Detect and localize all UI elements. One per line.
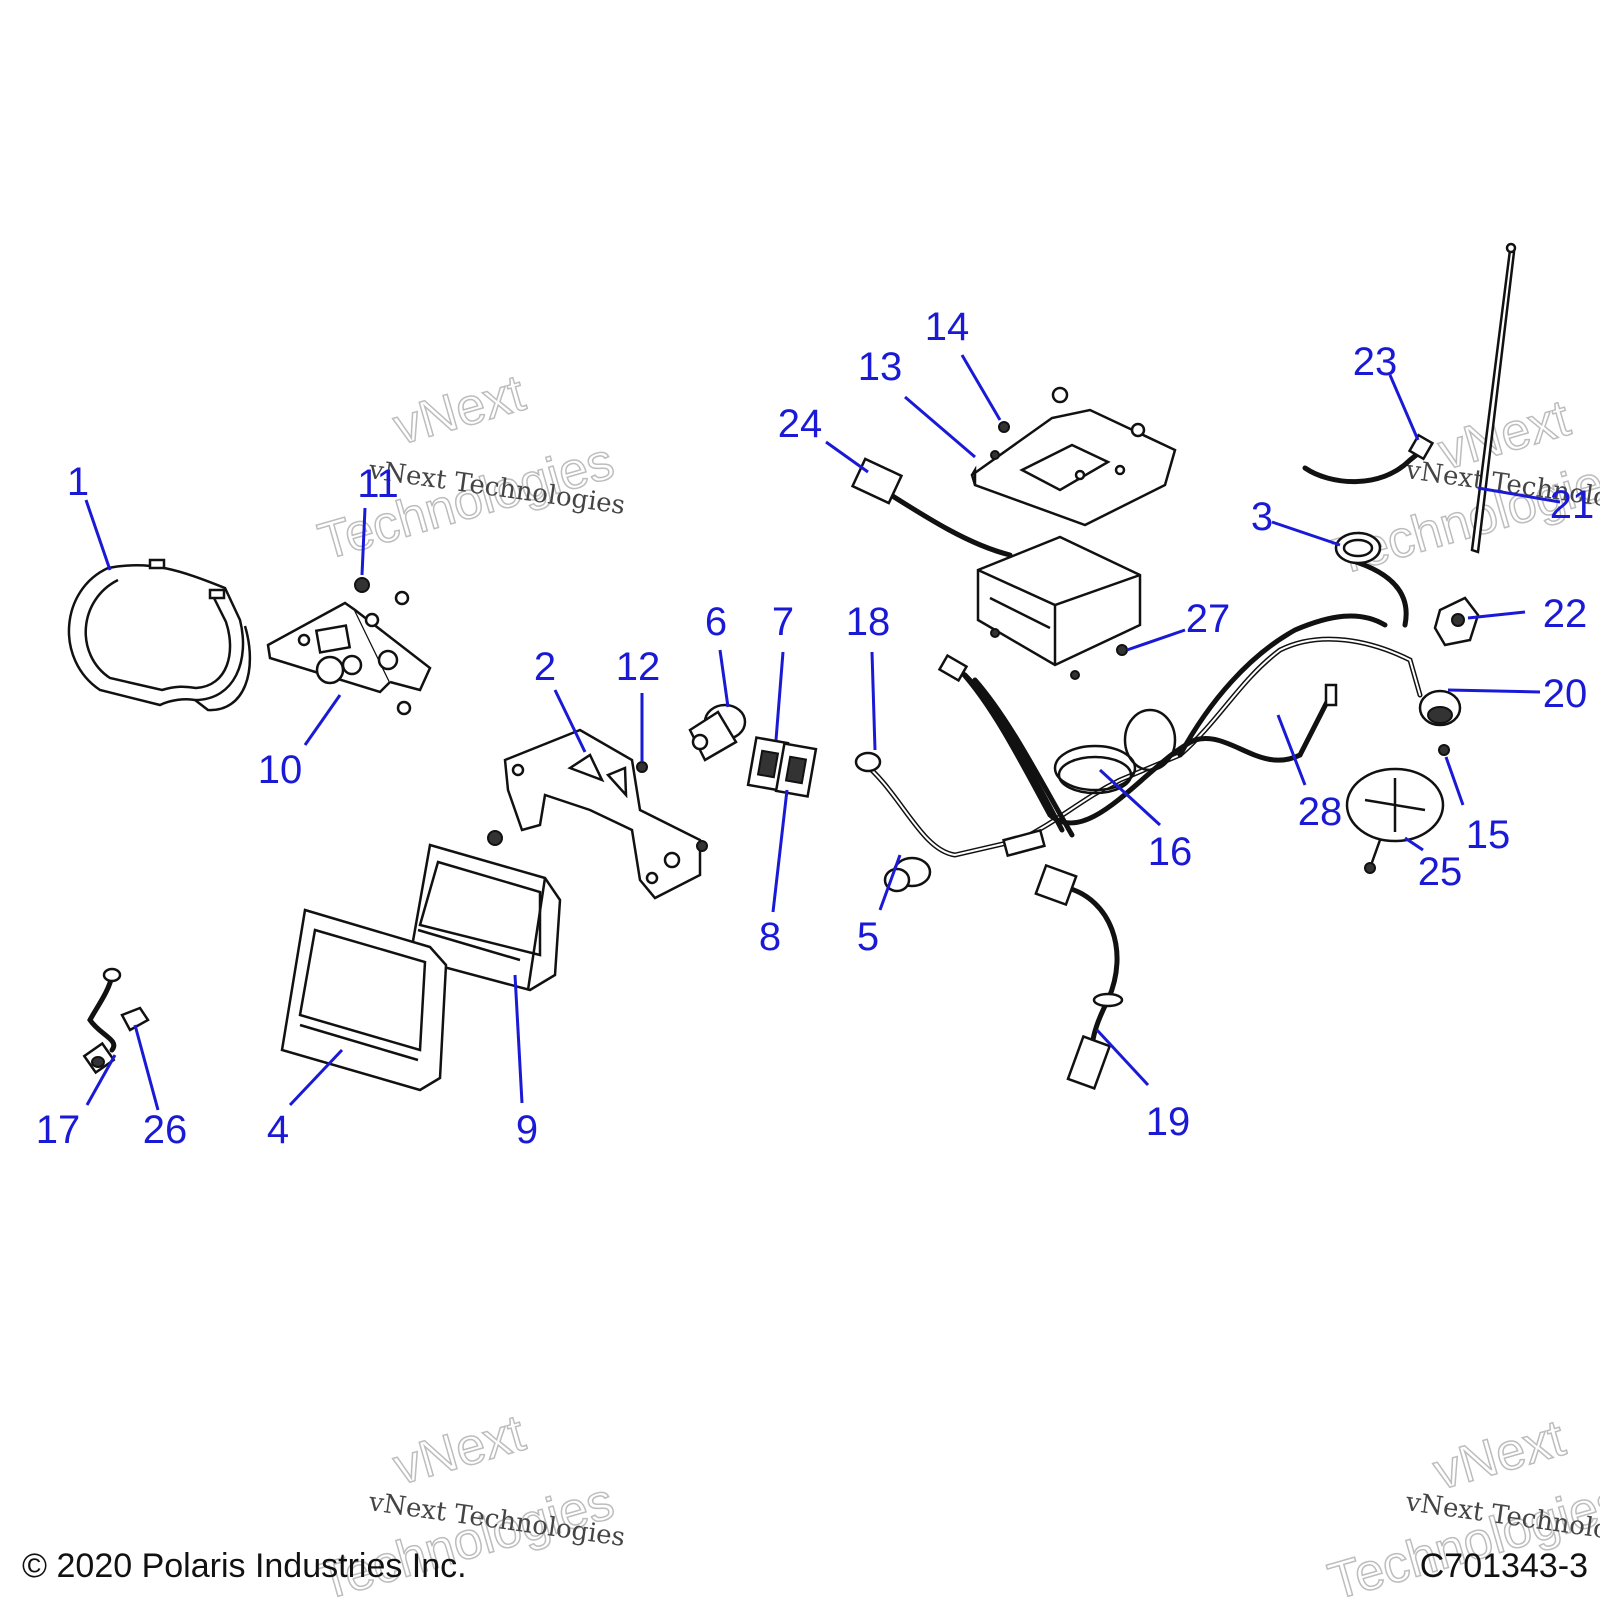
part-5-round-component: [883, 856, 932, 893]
callout-9: 9: [516, 1108, 538, 1152]
part-11-fastener: [354, 577, 370, 593]
part-4-display-bezel: [280, 908, 448, 1092]
callout-25: 25: [1418, 850, 1463, 894]
callout-17: 17: [36, 1108, 81, 1152]
part-16-main-harness: [854, 557, 1423, 858]
callout-2: 2: [534, 645, 556, 689]
drawing-number: C701343-3: [1420, 1547, 1588, 1585]
watermark-outline-line1: vNext: [387, 364, 531, 457]
callout-10: 10: [258, 748, 303, 792]
callout-4: 4: [267, 1108, 289, 1152]
callout-1: 1: [67, 460, 89, 504]
callout-8: 8: [759, 915, 781, 959]
callout-16: 16: [1148, 830, 1193, 874]
callout-15: 15: [1466, 813, 1511, 857]
watermark-outline-line1: vNext: [1427, 1409, 1571, 1502]
part-25-cap: [1345, 767, 1445, 874]
part-23-lead: [1302, 433, 1435, 485]
callout-5: 5: [857, 915, 879, 959]
part-24-control-module: [850, 457, 1142, 667]
copyright-notice: © 2020 Polaris Industries Inc.: [22, 1547, 467, 1585]
part-13-mounting-tray: [970, 386, 1177, 527]
callout-26: 26: [143, 1108, 188, 1152]
leader-lines: [84, 354, 1561, 1111]
callout-13: 13: [858, 345, 903, 389]
part-12-screw: [636, 761, 648, 773]
part-15-nut: [1438, 744, 1450, 756]
part-6-ignition-switch: [688, 703, 747, 762]
part-14-fastener: [998, 421, 1010, 433]
callout-7: 7: [772, 600, 794, 644]
nut: [990, 628, 1000, 638]
callout-23: 23: [1353, 340, 1398, 384]
callout-14: 14: [925, 305, 970, 349]
callout-12: 12: [616, 645, 661, 689]
callout-labels: 1 2 3 4 5 6 7 8 9 10 11 12 13 14 15 16 1…: [36, 305, 1595, 1152]
callout-11: 11: [357, 462, 399, 506]
part-20-sensor: [1418, 689, 1462, 727]
nut: [1070, 670, 1080, 680]
callout-6: 6: [705, 600, 727, 644]
callout-21: 21: [1550, 483, 1595, 527]
callout-20: 20: [1543, 672, 1588, 716]
callout-3: 3: [1251, 495, 1273, 539]
part-21-antenna: [1470, 242, 1517, 554]
callout-19: 19: [1146, 1100, 1191, 1144]
callout-24: 24: [778, 402, 823, 446]
part-22-connector: [1433, 596, 1480, 647]
part-17-26-lamp-harness: [82, 967, 150, 1075]
part-10-mounting-plate: [266, 590, 432, 716]
callout-22: 22: [1543, 592, 1588, 636]
part-1-cluster-bezel: [67, 558, 252, 712]
callout-18: 18: [846, 600, 891, 644]
part-3-sender: [1334, 531, 1382, 565]
part-19-harness-connector: [1034, 863, 1124, 1091]
part-2-bracket: [487, 728, 708, 900]
watermark-outline-line1: vNext: [387, 1404, 531, 1497]
part-27-nut: [1116, 644, 1128, 656]
callout-28: 28: [1298, 790, 1343, 834]
callout-27: 27: [1186, 597, 1231, 641]
part-7-8-rocker-switches: [746, 736, 818, 798]
